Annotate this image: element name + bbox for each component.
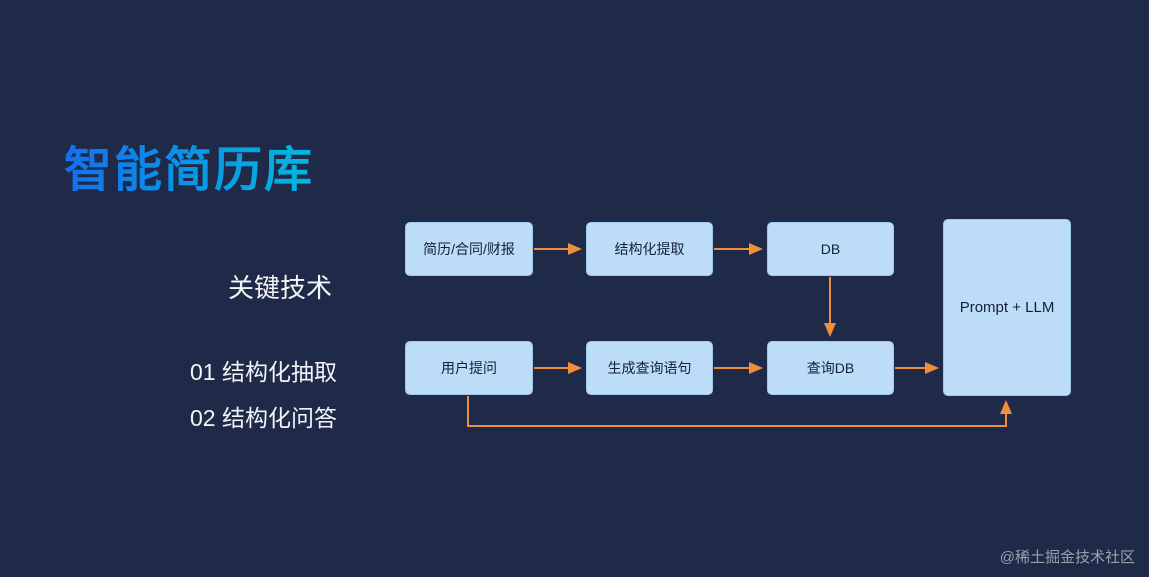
node-prompt-llm: Prompt + LLM	[943, 219, 1071, 396]
node-db-label: DB	[820, 241, 841, 257]
node-structured-extraction-label: 结构化提取	[614, 241, 685, 257]
node-user-question-label: 用户提问	[441, 360, 497, 376]
node-structured-extraction: 结构化提取	[586, 222, 713, 276]
page-title: 智能简历库	[64, 130, 314, 200]
section-subtitle: 关键技术	[228, 273, 333, 303]
node-generate-query: 生成查询语句	[586, 341, 713, 395]
watermark: @稀土掘金技术社区	[999, 549, 1135, 566]
arrow-question-promptllm-feedback	[467, 396, 1012, 427]
bullet-structured-qa: 02 结构化问答	[190, 405, 337, 431]
node-db: DB	[767, 222, 894, 276]
node-prompt-llm-label: Prompt + LLM	[959, 299, 1055, 316]
node-input-documents-label: 简历/合同/财报	[423, 241, 515, 257]
node-query-db-label: 查询DB	[806, 360, 855, 376]
node-query-db: 查询DB	[767, 341, 894, 395]
node-user-question: 用户提问	[405, 341, 533, 395]
node-generate-query-label: 生成查询语句	[607, 360, 692, 376]
node-input-documents: 简历/合同/财报	[405, 222, 533, 276]
bullet-structured-extraction: 01 结构化抽取	[190, 359, 337, 385]
